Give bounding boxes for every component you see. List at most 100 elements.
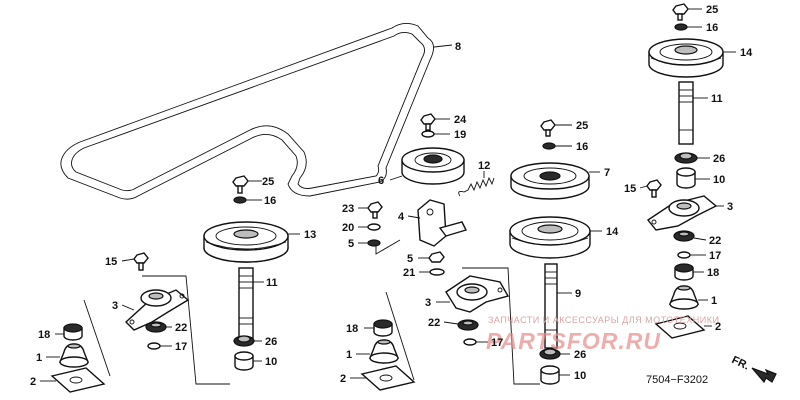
group-lines-left (83, 275, 230, 385)
callout-9: 9 (575, 288, 581, 300)
direction-label: FR. (730, 354, 751, 372)
callout-14-center: 14 (606, 226, 619, 238)
callout-24: 24 (454, 114, 467, 126)
nut-5-lower (418, 251, 445, 263)
callout-17-left: 17 (175, 341, 187, 353)
callout-2-left: 2 (30, 376, 36, 388)
base-2-right (654, 315, 712, 339)
bracket-3-center (436, 275, 510, 313)
callout-8: 8 (455, 41, 461, 53)
callout-2-center: 2 (340, 373, 346, 385)
bushing-18-center (364, 319, 393, 337)
base-2-center (350, 365, 416, 391)
bolt-24 (420, 113, 450, 131)
callout-18-left: 18 (38, 329, 50, 341)
callout-3-center: 3 (425, 297, 431, 309)
nut-5-center (358, 239, 401, 255)
pulley-13 (203, 221, 300, 263)
washer-19 (421, 130, 450, 138)
callout-25-right: 25 (706, 4, 718, 16)
callout-20: 20 (342, 222, 354, 234)
callout-11-right: 11 (711, 93, 723, 105)
pulley-14-center (509, 216, 602, 259)
washer-21 (419, 268, 445, 276)
callout-26-left: 26 (265, 336, 277, 348)
callout-1-left: 1 (36, 352, 42, 364)
diagram-code: 7504−F3202 (646, 374, 708, 386)
callout-16-left: 16 (264, 195, 276, 207)
callout-22-center: 22 (428, 317, 440, 329)
callout-10-center: 10 (574, 370, 586, 382)
bearing-22-left (145, 321, 172, 333)
callout-15-left: 15 (105, 256, 117, 268)
callout-22-right: 22 (709, 235, 721, 247)
callout-13: 13 (304, 229, 316, 241)
callout-14-right: 14 (740, 47, 753, 59)
bolt-15-right (639, 179, 662, 198)
callout-12: 12 (478, 160, 490, 172)
callout-1-right: 1 (711, 295, 717, 307)
bolt-25-left (232, 175, 262, 194)
idler-arm-4 (407, 199, 467, 247)
washer-16-center (542, 142, 572, 150)
callout-15-right: 15 (624, 183, 636, 195)
bracket-3-left (121, 289, 190, 331)
pulley-7 (510, 162, 600, 200)
bushing-18-right (674, 263, 704, 281)
front-arrow-icon (751, 367, 777, 384)
washer-16-left (233, 196, 262, 204)
callout-19: 19 (454, 129, 466, 141)
bracket-3-right (646, 195, 724, 231)
bearing-22-center (443, 319, 479, 331)
pulley-14-right (648, 38, 736, 78)
belt-part (60, 23, 453, 200)
callout-18-center: 18 (346, 323, 358, 335)
callout-16-center: 16 (576, 141, 588, 153)
callout-17-center: 17 (491, 337, 503, 349)
washer-16-right (674, 23, 702, 31)
callout-25-left: 25 (262, 176, 274, 188)
washer-17-right (677, 251, 706, 259)
callout-10-left: 10 (265, 356, 277, 368)
callout-5-lower: 5 (407, 253, 413, 265)
bolt-25-center (540, 119, 572, 137)
bushing-18-left (55, 323, 83, 341)
bolt-23 (358, 201, 383, 219)
collar-10-right (676, 167, 710, 189)
callout-22-left: 22 (175, 322, 187, 334)
washer-20 (358, 223, 381, 231)
washer-17-left (147, 342, 172, 350)
collar-10-left (234, 351, 262, 371)
callout-6: 6 (378, 175, 384, 187)
spindle-1-right (668, 285, 708, 310)
shaft-9 (544, 263, 572, 349)
callout-25-center: 25 (576, 120, 588, 132)
bearing-26-center (539, 348, 570, 360)
bearing-22-right (673, 230, 707, 242)
callout-26-center: 26 (574, 349, 586, 361)
watermark-logo: PARTSFOR.RU (486, 328, 661, 354)
washer-17-center (463, 338, 488, 346)
group-lines-center (385, 267, 540, 385)
bearing-26-right (674, 152, 710, 164)
callout-1-center: 1 (346, 349, 352, 361)
bearing-26-left (233, 335, 262, 347)
shaft-11-right (678, 81, 708, 145)
bolt-25-right (672, 3, 702, 21)
callout-3-right: 3 (727, 201, 733, 213)
callout-4: 4 (398, 211, 405, 223)
callout-11-left: 11 (266, 277, 278, 289)
callout-7: 7 (604, 167, 610, 179)
callout-10-right: 10 (713, 174, 725, 186)
spindle-1-center (356, 339, 400, 364)
collar-10-center (540, 365, 570, 385)
base-2-left (40, 367, 106, 393)
callout-16-right: 16 (706, 22, 718, 34)
bolt-15-left (121, 252, 149, 271)
spindle-1-left (46, 343, 90, 368)
shaft-11-left (238, 267, 264, 339)
callout-23: 23 (342, 203, 354, 215)
callout-5-center: 5 (348, 238, 354, 250)
